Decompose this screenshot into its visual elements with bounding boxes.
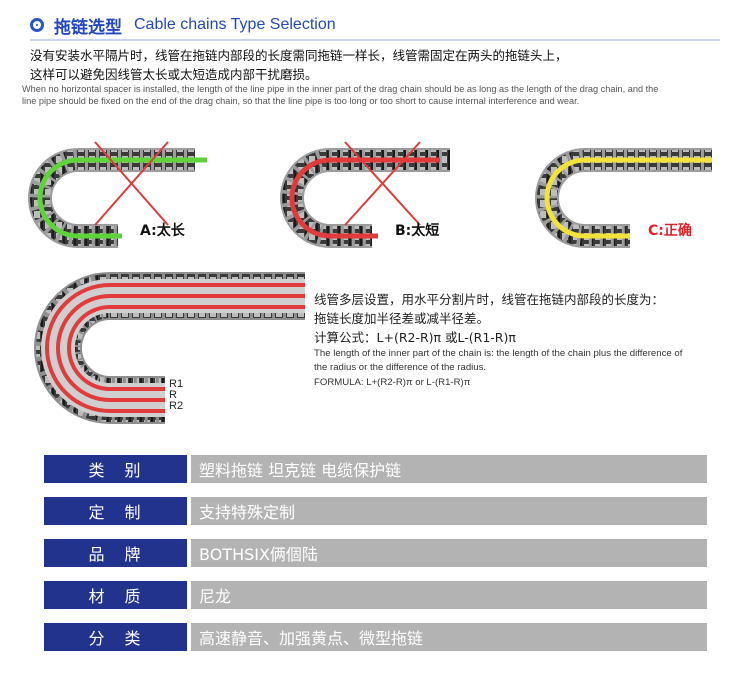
label-too-short: B:太短	[395, 223, 440, 239]
intro-cn-line-1: 没有安装水平隔片时，线管在拖链内部段的长度需同拖链一样长，线管需固定在两头的拖链…	[30, 48, 568, 63]
label-too-long: A:太长	[140, 223, 185, 239]
intro-en-line-2: line pipe should be fixed on the end of …	[22, 96, 580, 106]
multilayer-cn-line-2: 拖链长度加半径差或减半径差。	[314, 311, 490, 326]
radius-label-r: R	[169, 389, 177, 401]
wrong-cross-icon	[344, 141, 421, 226]
title-english: Cable chains Type Selection	[134, 16, 336, 33]
label-correct: C:正确	[648, 223, 692, 239]
title-chinese: 拖链选型	[54, 17, 122, 38]
spec-row-type: 分 类 高速静音、加强黄点、微型拖链	[44, 623, 707, 651]
formula-en: FORMULA: L+(R2-R)π or L-(R1-R)π	[314, 377, 471, 388]
intro-cn-line-2: 这样可以避免因线管太长或太短造成内部干扰磨损。	[30, 67, 318, 82]
spec-key-label: 定 制	[88, 503, 143, 522]
multilayer-en-line-2: the radius or the difference of the radi…	[314, 362, 487, 373]
spec-value: BOTHSIX俩個陆	[191, 539, 707, 567]
spec-key-label: 类 别	[88, 461, 143, 480]
spec-key-label: 品 牌	[88, 545, 143, 564]
spec-key-label: 分 类	[88, 629, 143, 648]
spec-row-custom: 定 制 支持特殊定制	[44, 497, 707, 525]
section-title: 拖链选型 Cable chains Type Selection	[30, 12, 336, 38]
spec-row-brand: 品 牌 BOTHSIX俩個陆	[44, 539, 707, 567]
multilayer-chain	[34, 272, 305, 424]
chain-too-long	[28, 148, 207, 248]
chain-too-short	[280, 148, 450, 248]
spec-key: 材 质	[44, 581, 187, 609]
formula-cn: 计算公式：L+(R2-R)π 或L-(R1-R)π	[314, 330, 516, 345]
wrong-cross-icon	[94, 141, 169, 226]
spec-key: 定 制	[44, 497, 187, 525]
radius-label-r1: R1	[169, 378, 184, 390]
spec-key-label: 材 质	[88, 587, 143, 606]
spec-key: 分 类	[44, 623, 187, 651]
spec-row-material: 材 质 尼龙	[44, 581, 707, 609]
title-divider	[30, 39, 720, 41]
spec-value: 高速静音、加强黄点、微型拖链	[191, 623, 707, 651]
multilayer-cn-line-1: 线管多层设置，用水平分割片时，线管在拖链内部段的长度为：	[314, 292, 665, 307]
spec-value: 支持特殊定制	[191, 497, 707, 525]
spec-row-category: 类 别 塑料拖链 坦克链 电缆保护链	[44, 455, 707, 483]
spec-key: 类 别	[44, 455, 187, 483]
spec-value: 尼龙	[191, 581, 707, 609]
intro-en-line-1: When no horizontal spacer is installed, …	[22, 84, 659, 94]
radius-label-r2: R2	[169, 400, 184, 412]
multilayer-en-line-1: The length of the inner part of the chai…	[314, 348, 683, 359]
circle-bullet-icon	[30, 18, 44, 32]
spec-value: 塑料拖链 坦克链 电缆保护链	[191, 455, 707, 483]
chain-correct	[535, 148, 712, 248]
spec-key: 品 牌	[44, 539, 187, 567]
